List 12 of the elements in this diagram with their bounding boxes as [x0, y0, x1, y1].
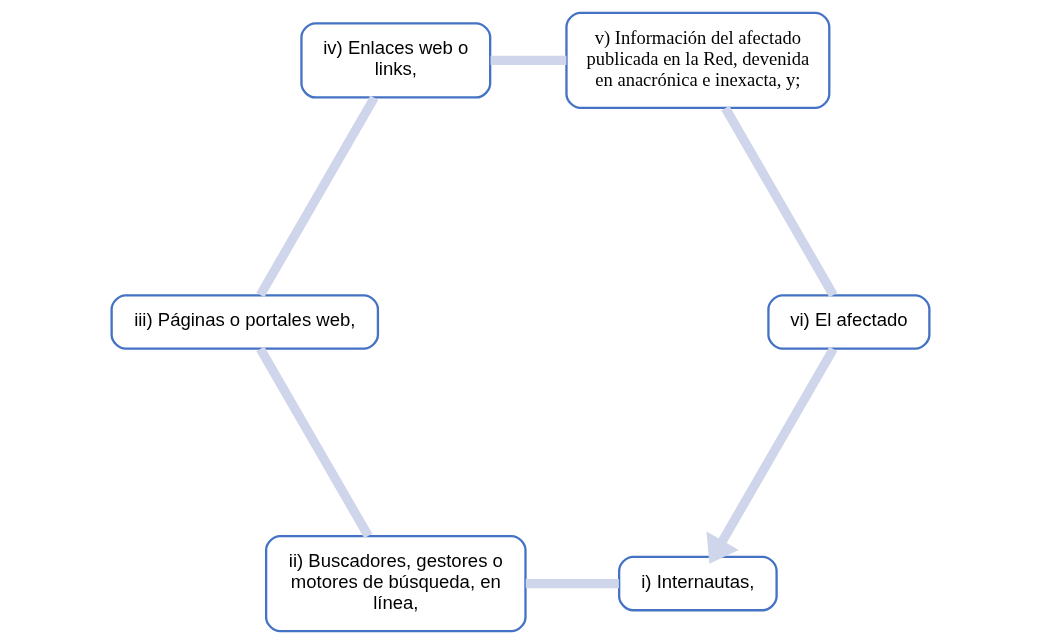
- node-box: i) Internautas,: [618, 555, 778, 612]
- arrow: [706, 346, 838, 564]
- node-box: v) Información del afectado publicada en la Red, devenida en anacrónica e inexacta, y;: [565, 11, 831, 110]
- node-box: ii) Buscadores, gestores o motores de búsqueda, en línea,: [264, 534, 527, 633]
- connector: [256, 346, 373, 539]
- connector: [525, 578, 619, 589]
- connector: [490, 55, 567, 66]
- node-box: iii) Páginas o portales web,: [110, 294, 380, 350]
- connector: [256, 95, 379, 298]
- connector: [721, 105, 838, 298]
- node-box: iv) Enlaces web o links,: [300, 22, 492, 99]
- node-box: vi) El afectado: [767, 294, 931, 350]
